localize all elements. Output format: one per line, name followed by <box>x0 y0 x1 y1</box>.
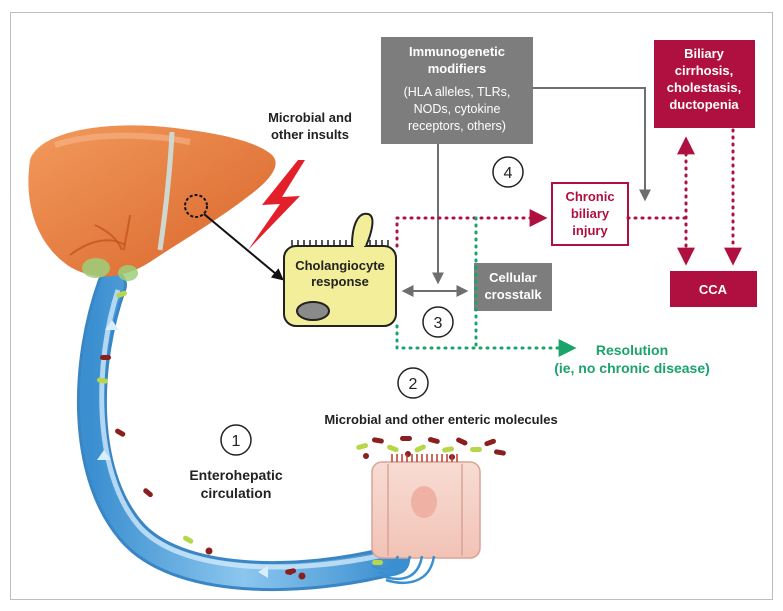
lightning-bolt-icon <box>248 160 305 250</box>
insults-label-2: other insults <box>271 127 349 142</box>
step-badge-1: 1 <box>220 424 252 456</box>
immunogenetic-box <box>381 37 533 144</box>
step-badge-4: 4 <box>492 156 524 188</box>
svg-text:3: 3 <box>434 315 443 332</box>
cca-label: CCA <box>699 282 728 297</box>
zoom-arrow <box>203 213 284 281</box>
nucleus-icon <box>296 301 330 321</box>
chronic-injury-label-3: injury <box>572 223 608 238</box>
channel-microbes <box>96 290 383 580</box>
injury-arrow <box>395 209 548 248</box>
immunogenetic-detail-2: NODs, cytokine <box>414 102 501 116</box>
enteric-molecules-cluster <box>356 436 506 460</box>
immunogenetic-title-1: Immunogenetic <box>409 44 505 59</box>
cholangiocyte-label-1: Cholangiocyte <box>295 258 385 273</box>
resolution-label-2: (ie, no chronic disease) <box>554 360 710 376</box>
crosstalk-label-1: Cellular <box>489 270 537 285</box>
zoom-circle-icon <box>184 194 208 218</box>
flow-chevron-icon <box>105 320 119 330</box>
biliary-cirrhosis-box <box>654 40 755 128</box>
cirrhosis-label-4: ductopenia <box>669 97 739 112</box>
chronic-injury-label-1: Chronic <box>565 189 614 204</box>
enterohepatic-label-1: Enterohepatic <box>189 467 283 483</box>
step-badge-3: 3 <box>422 306 454 338</box>
step-badge-2: 2 <box>397 367 429 399</box>
cirrhosis-label-3: cholestasis, <box>667 80 741 95</box>
insults-label-1: Microbial and <box>268 110 352 125</box>
svg-text:1: 1 <box>232 433 241 450</box>
immunogenetic-detail-1: (HLA alleles, TLRs, <box>404 85 511 99</box>
svg-text:2: 2 <box>409 376 418 393</box>
cholangiocyte-label-2: response <box>311 274 369 289</box>
immunogenetic-detail-3: receptors, others) <box>408 119 506 133</box>
intestinal-epithelium <box>371 454 481 559</box>
absorption-vessels <box>371 555 436 584</box>
flow-chevron-icon <box>97 450 111 460</box>
cholangiocyte-cell <box>283 212 397 327</box>
immunogenetic-title-2: modifiers <box>428 61 487 76</box>
cirrhosis-label-1: Biliary <box>684 46 725 61</box>
crosstalk-label-2: crosstalk <box>484 287 542 302</box>
resolution-arrow <box>395 324 577 357</box>
chronic-injury-box <box>551 182 629 246</box>
resolution-label-1: Resolution <box>596 342 668 358</box>
immunogenetic-to-injury-arrow <box>533 87 651 202</box>
flow-chevron-icon <box>258 566 268 578</box>
chronic-injury-label-2: biliary <box>571 206 610 221</box>
enteric-molecules-label: Microbial and other enteric molecules <box>324 412 557 427</box>
crosstalk-box <box>474 263 552 311</box>
enterohepatic-label-2: circulation <box>201 485 272 501</box>
liver-illustration <box>28 125 276 281</box>
cca-box <box>670 271 757 307</box>
epithelial-nucleus-icon <box>411 486 437 518</box>
cirrhosis-label-2: cirrhosis, <box>675 63 734 78</box>
svg-text:4: 4 <box>504 165 513 182</box>
